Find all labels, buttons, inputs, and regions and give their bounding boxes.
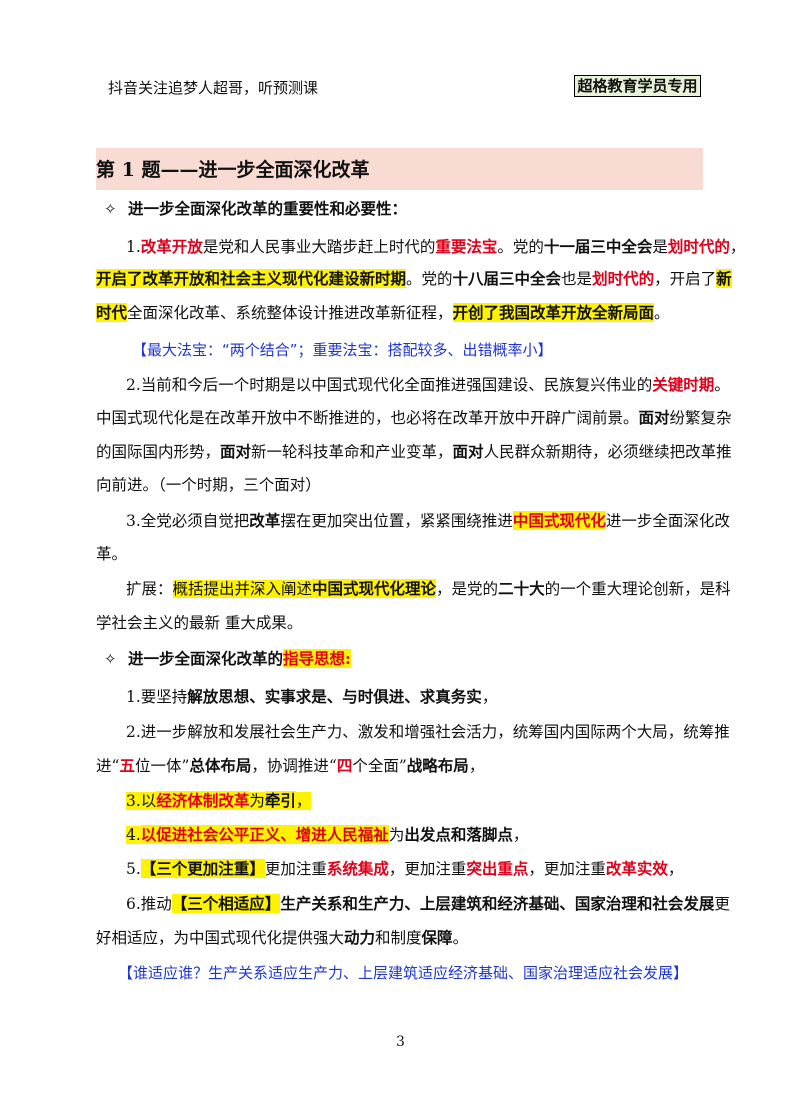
guideline-2-line1: 2.进一步解放和发展社会生产力、激发和增强社会活力，统筹国内国际两个大局，统筹推 — [126, 723, 730, 741]
p2-line1: 2.当前和今后一个时期是以中国式现代化全面推进强国建设、民族复兴伟业的关键时期。 — [126, 375, 730, 394]
section-title: 第 1 题——进一步全面深化改革 — [96, 159, 370, 181]
section2-heading: 进一步全面深化改革的指导思想: — [128, 649, 351, 668]
section1-heading: 进一步全面深化改革的重要性和必要性： — [128, 199, 408, 218]
p1-line3: 时代全面深化改革、系统整体设计推进改革新征程，开创了我国改革开放全新局面。 — [96, 303, 670, 322]
p4-line1: 扩展：概括提出并深入阐述中国式现代化理论，是党的二十大的一个重大理论创新，是科 — [126, 579, 731, 598]
guideline-5: 5.【三个更加注重】更加注重系统集成，更加注重突出重点，更加注重改革实效， — [126, 859, 684, 878]
guideline-6-line1: 6.推动【三个相适应】生产关系和生产力、上层建筑和经济基础、国家治理和社会发展更 — [126, 894, 730, 913]
guideline-3: 3.以经济体制改革为牵引， — [126, 791, 312, 810]
guideline-1: 1.要坚持解放思想、实事求是、与时俱进、求真务实， — [126, 687, 498, 706]
page-number: 3 — [396, 1034, 405, 1050]
p3-line2: 革。 — [96, 545, 128, 563]
header-badge: 超格教育学员专用 — [574, 75, 701, 97]
p2-line3: 的国际国内形势，面对新一轮科技革命和产业变革，面对人民群众新期待，必须继续把改革… — [96, 442, 732, 461]
header-left-text: 抖音关注追梦人超哥，听预测课 — [108, 79, 319, 97]
p1-line2: 开启了改革开放和社会主义现代化建设新时期。党的十八届三中全会也是划时代的，开启了… — [96, 269, 732, 288]
p3-line1: 3.全党必须自觉把改革摆在更加突出位置，紧紧围绕推进中国式现代化进一步全面深化改 — [126, 511, 730, 530]
title-bar: 第 1 题——进一步全面深化改革 — [96, 148, 703, 190]
note-1: 【最大法宝：“两个结合”；重要法宝：搭配较多、出错概率小】 — [132, 341, 553, 359]
p2-line2: 中国式现代化是在改革开放中不断推进的，也必将在改革开放中开辟广阔前景。面对纷繁复… — [96, 408, 732, 427]
bullet-icon: ✧ — [104, 650, 117, 668]
guideline-2-line2: 进“五位一体”总体布局，协调推进“四个全面”战略布局， — [96, 756, 485, 775]
bullet-icon: ✧ — [104, 200, 117, 218]
p2-line4: 向前进。（一个时期，三个面对） — [96, 476, 321, 494]
note-2: 【谁适应谁？生产关系适应生产力、上层建筑适应经济基础、国家治理适应社会发展】 — [118, 964, 689, 982]
p4-line2: 学社会主义的最新 重大成果。 — [96, 614, 303, 632]
guideline-6-line2: 好相适应，为中国式现代化提供强大动力和制度保障。 — [96, 928, 469, 947]
guideline-4: 4.以促进社会公平正义、增进人民福祉为出发点和落脚点， — [126, 825, 529, 844]
p1-line1: 1.改革开放是党和人民事业大踏步赶上时代的重要法宝。党的十一届三中全会是划时代的… — [126, 237, 746, 256]
